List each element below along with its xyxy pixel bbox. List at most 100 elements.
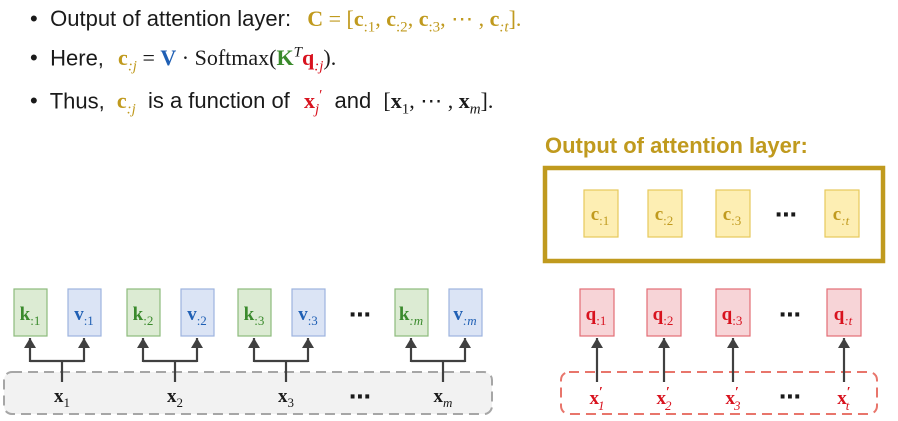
v-box (448, 288, 483, 337)
output-heading: Output of attention layer: (545, 133, 808, 158)
decoder-input-box (560, 371, 878, 415)
label-sub: :m (463, 313, 477, 328)
c-ellipsis: ⋯ (775, 203, 797, 228)
label-sub: 3 (733, 398, 741, 413)
v-label: v:1 (74, 304, 94, 328)
formula-token: , (407, 6, 419, 31)
label-letter: v (453, 304, 463, 325)
k-box (126, 288, 161, 337)
formula-token: [ (383, 88, 391, 114)
label-sub: :2 (663, 313, 673, 328)
xprime-label: x′t (837, 385, 851, 413)
label-sub: 2 (665, 398, 672, 413)
formula-cj: c:j = V · Softmax(KTq:j). (118, 45, 337, 75)
k-label: k:2 (133, 304, 154, 328)
k-arrow-head (137, 338, 149, 348)
label-sub: :3 (732, 313, 742, 328)
label-letter: q (834, 304, 845, 325)
xprime-label: x′2 (657, 385, 672, 413)
label-sub: m (443, 395, 452, 410)
formula-token: c (353, 6, 364, 31)
formula-token: :t (499, 19, 509, 36)
label-letter: c (591, 204, 599, 225)
formula-token: ). (323, 45, 337, 71)
q-label: q:1 (586, 304, 607, 328)
k-label: k:m (399, 304, 423, 328)
label-sub: :2 (197, 313, 207, 328)
k-arrow-head (248, 338, 260, 348)
xprime-ellipsis: ⋯ (779, 385, 801, 410)
q-arrow-head (838, 338, 850, 348)
v-arrow-head (78, 338, 90, 348)
v-label: v:2 (187, 304, 207, 328)
formula-token: :1 (363, 19, 376, 36)
q-arrow-head (591, 338, 603, 348)
formula-token: C (307, 6, 324, 31)
bullet-label-2: is a function of (147, 88, 290, 114)
formula-cj-short: c:j (117, 88, 136, 117)
q-label: q:t (834, 304, 853, 328)
formula-xprime: xj′ (303, 88, 322, 118)
q-label: q:2 (653, 304, 674, 328)
bullet-dot: • (30, 88, 38, 114)
x-label: x3 (278, 386, 294, 410)
label-prime: ′ (735, 385, 739, 400)
formula-x-list: [x1, ⋯ , xm]. (383, 88, 494, 117)
formula-token: = [ (323, 6, 354, 31)
xprime-label: x′3 (726, 385, 741, 413)
label-letter: v (298, 304, 308, 325)
label-sub: 1 (64, 395, 71, 410)
formula-token: , ⋯ , (440, 6, 490, 31)
label-sub: :t (844, 313, 852, 328)
label-letter: x (434, 386, 444, 407)
label-letter: c (655, 204, 663, 225)
formula-token: V (160, 45, 177, 71)
label-letter: c (723, 204, 731, 225)
label-letter: c (833, 204, 841, 225)
c-label: c:2 (655, 204, 674, 228)
label-sub: 3 (288, 395, 295, 410)
q-ellipsis: ⋯ (779, 303, 801, 328)
label-letter: q (586, 304, 597, 325)
label-letter: x (54, 386, 64, 407)
label-sub: :1 (30, 313, 40, 328)
formula-token: = (136, 45, 161, 71)
label-letter: x (657, 388, 667, 409)
label-sub: :t (841, 213, 849, 228)
k-arrow-head (24, 338, 36, 348)
label-prime: ′ (666, 385, 670, 400)
bullet-output: • Output of attention layer: C = [c:1, c… (30, 6, 521, 36)
v-arrow-head (191, 338, 203, 348)
formula-token: x (303, 88, 315, 114)
formula-token: ]. (480, 88, 494, 114)
v-label: v:3 (298, 304, 318, 328)
formula-token: :j (314, 58, 324, 75)
bullet-label-3: and (334, 88, 372, 114)
label-letter: x (167, 386, 177, 407)
formula-token: j (314, 101, 320, 118)
bullet-label: Thus, (49, 88, 105, 114)
formula-token: c (386, 6, 397, 31)
formula-token: :j (127, 58, 137, 75)
formula-token: c (118, 45, 128, 71)
formula-token: :j (126, 101, 136, 118)
label-sub: :3 (731, 213, 741, 228)
c-label: c:3 (723, 204, 742, 228)
label-prime: ′ (599, 385, 603, 400)
formula-token: :3 (428, 19, 441, 36)
q-box (826, 288, 862, 337)
v-arrow-head (459, 338, 471, 348)
bullet-label: Output of attention layer: (50, 6, 292, 31)
formula-token: 1 (401, 101, 410, 118)
k-label: k:1 (20, 304, 41, 328)
formula-token: · Softmax( (176, 45, 277, 71)
label-letter: q (722, 304, 733, 325)
label-letter: v (74, 304, 84, 325)
q-label: q:3 (722, 304, 743, 328)
label-letter: v (187, 304, 197, 325)
v-box (180, 288, 215, 337)
label-sub: t (846, 398, 850, 413)
x-ellipsis: ⋯ (349, 385, 371, 410)
label-letter: q (653, 304, 664, 325)
encoder-input-box (3, 371, 493, 415)
